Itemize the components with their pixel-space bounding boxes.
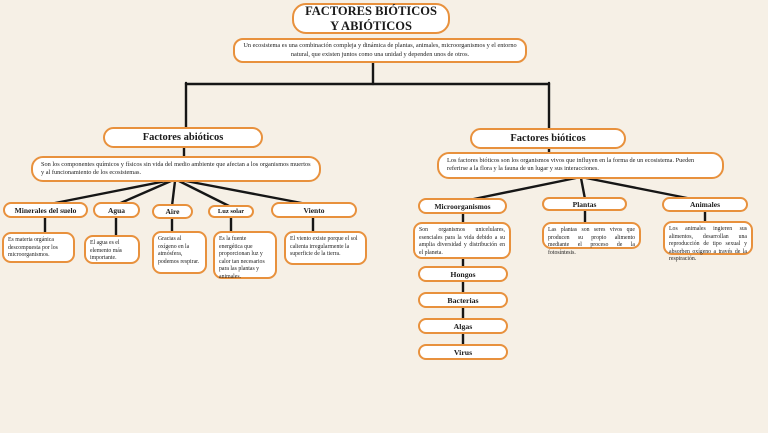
definition-node: Un ecosistema es una combinación complej… (233, 38, 527, 63)
desc-animales: Los animales ingieren sus alimentos, des… (663, 221, 753, 262)
desc-minerales-del-suelo: Es materia orgánica descompuesta por los… (2, 232, 75, 263)
desc-luz-solar: Es la fuente energética que proporcionan… (213, 231, 277, 280)
node-virus: Virus (418, 344, 508, 360)
desc-aire: Gracias al oxígeno en la atmósfera, pode… (152, 231, 207, 274)
node-algas: Algas (418, 318, 508, 334)
node-aire: Aire (152, 204, 193, 219)
node-agua: Agua (93, 202, 140, 218)
node-hongos: Hongos (418, 266, 508, 282)
biotic-header-node: Factores bióticos (470, 128, 626, 149)
node-plantas: Plantas (542, 197, 627, 211)
abiotic-header-node: Factores abióticos (103, 127, 263, 148)
node-viento: Viento (271, 202, 357, 218)
desc-microorganismos: Son organismos unicelulares, esenciales … (413, 222, 511, 259)
node-minerales-del-suelo: Minerales del suelo (3, 202, 88, 218)
node-animales: Animales (662, 197, 748, 212)
biotic-description-node: Los factores bióticos son los organismos… (437, 152, 724, 179)
desc-plantas: Las plantas son seres vivos que producen… (542, 222, 641, 256)
abiotic-description-node: Son los componentes químicos y físicos s… (31, 156, 321, 182)
desc-agua: El agua es el elemento más importante. (84, 235, 140, 264)
desc-viento: El viento existe porque el sol calienta … (284, 231, 367, 265)
title-node: FACTORES BIÓTICOS Y ABIÓTICOS (292, 3, 450, 34)
node-bacterias: Bacterias (418, 292, 508, 308)
node-microorganismos: Microorganismos (418, 198, 507, 214)
node-luz-solar: Luz solar (208, 205, 254, 218)
